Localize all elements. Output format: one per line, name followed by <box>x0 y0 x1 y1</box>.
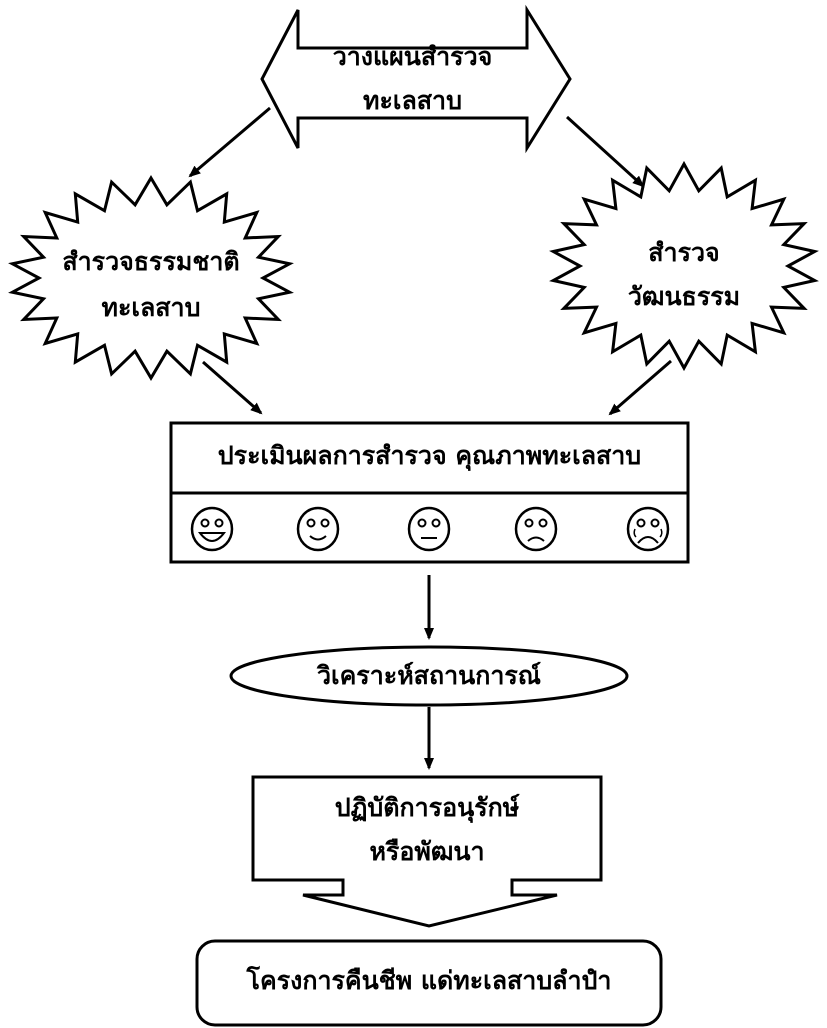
arrow-plan-to-nature <box>188 106 271 178</box>
arrow-culture-to-assessment <box>608 359 672 416</box>
nature-label-line2: ทะเลสาบ <box>101 293 201 322</box>
culture-label-line2: วัฒนธรรม <box>627 282 741 311</box>
project-box <box>195 939 663 1027</box>
analysis-label: วิเคราะห์สถานการณ์ <box>317 661 541 690</box>
analysis-ellipse <box>229 645 629 707</box>
plan-double-arrow-shape <box>260 4 572 154</box>
culture-label-line1: สำรวจ <box>648 238 720 267</box>
action-label-line2: หรือพัฒนา <box>369 837 485 866</box>
assessment-title: ประเมินผลการสำรวจ คุณภาพทะเลสาบ <box>217 441 642 470</box>
face-happy-icon <box>296 506 340 552</box>
plan-label-line2: ทะเลสาบ <box>363 86 462 115</box>
culture-starburst-shape <box>549 160 819 372</box>
face-sad-icon <box>514 506 558 552</box>
nature-label-line1: สำรวจธรรมชาติ <box>62 247 240 276</box>
arrow-nature-to-assessment <box>202 360 263 415</box>
action-label-line1: ปฏิบัติการอนุรักษ์ <box>334 793 520 822</box>
project-label: โครงการคืนชีพ แด่ทะเลสาบลำปำ <box>246 966 612 995</box>
face-neutral-icon <box>407 506 451 552</box>
arrow-plan-to-culture <box>565 115 645 188</box>
face-very-sad-icon <box>626 506 670 552</box>
face-very-happy-icon <box>190 506 234 552</box>
action-callout-shape <box>251 775 603 928</box>
plan-label-line1: วางแผนสำรวจ <box>332 42 493 71</box>
nature-starburst-shape <box>8 175 294 381</box>
